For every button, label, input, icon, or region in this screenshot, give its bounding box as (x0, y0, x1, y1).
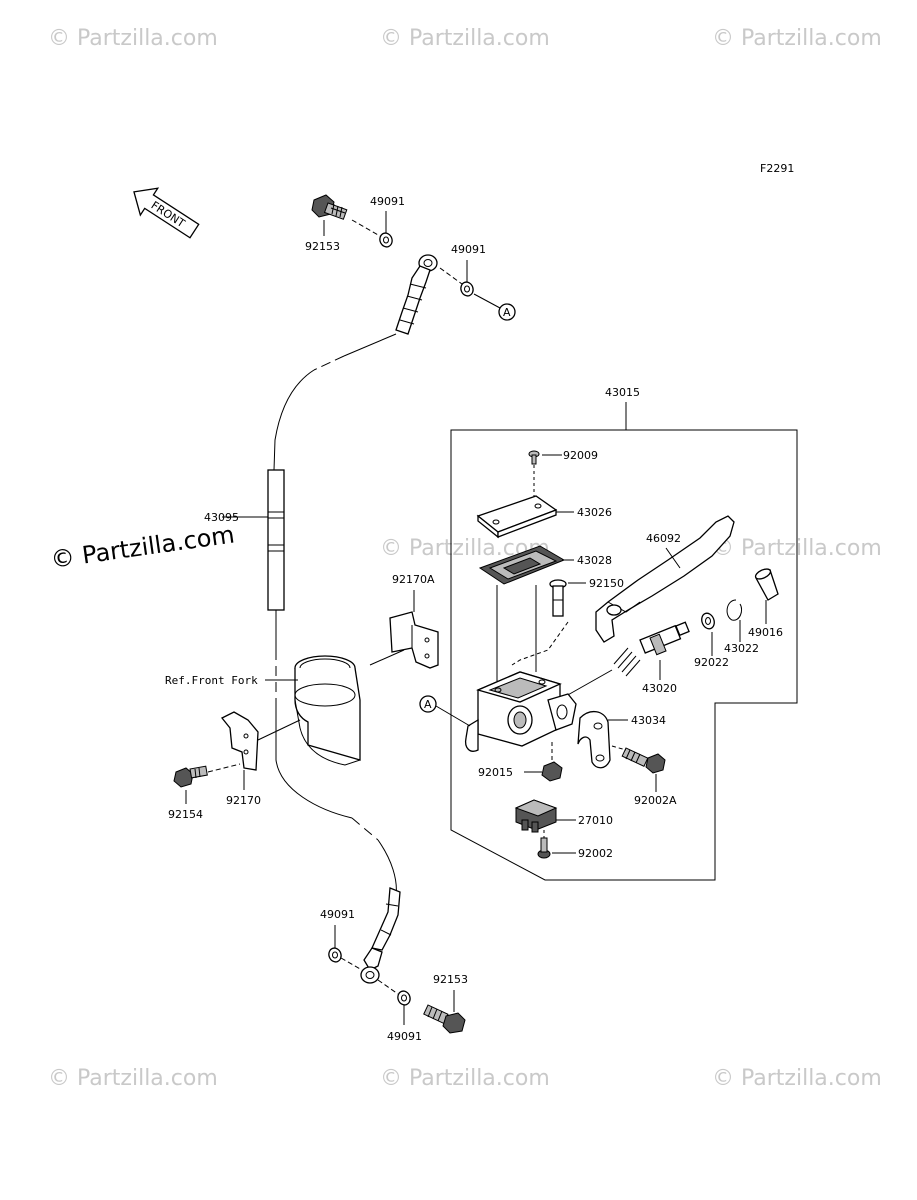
part-label-switch: 27010 (578, 814, 613, 827)
svg-text:A: A (503, 306, 511, 319)
washer-top-1-icon (379, 232, 393, 248)
watermark-text: © Partzilla.com (48, 1066, 218, 1091)
front-arrow-icon: FRONT (133, 187, 200, 239)
svg-text:A: A (424, 698, 432, 711)
clamp-bolt-icon (173, 765, 208, 788)
washer-bottom-2-icon (397, 990, 411, 1006)
part-label-boot: 49016 (748, 626, 783, 639)
piston-icon (613, 621, 690, 677)
brake-switch-icon (514, 799, 558, 833)
part-label-circlip: 43022 (724, 642, 759, 655)
holder-bolt-icon (621, 747, 666, 774)
brake-lever-icon (595, 515, 735, 643)
watermark-text: © Partzilla.com (380, 26, 550, 51)
part-label-diaphragm: 43028 (577, 554, 612, 567)
part-label-piston-washer: 92022 (694, 656, 729, 669)
part-label-washer-bottom-1: 49091 (320, 908, 355, 921)
clamp-holder-icon (577, 711, 611, 769)
diaphragm-icon (478, 545, 566, 585)
part-label-piston: 43020 (642, 682, 677, 695)
part-label-clamp-a: 92170A (392, 573, 435, 586)
nut-icon (541, 761, 563, 782)
washer-top-2-icon (460, 281, 474, 297)
brake-hose-icon (267, 333, 401, 951)
part-label-hose: 43095 (204, 511, 239, 524)
watermark-text: © Partzilla.com (712, 26, 882, 51)
part-label-pivot-bolt: 92150 (589, 577, 624, 590)
part-label-washer-top-2: 49091 (451, 243, 486, 256)
banjo-bolt-bottom-icon (423, 1004, 466, 1034)
watermarks: © Partzilla.com © Partzilla.com © Partzi… (48, 26, 882, 1091)
part-label-clamp-bolt: 92154 (168, 808, 203, 821)
part-label-washer-top-1: 49091 (370, 195, 405, 208)
banjo-fitting-bottom-icon (360, 947, 383, 984)
part-label-switch-screw: 92002 (578, 847, 613, 860)
part-label-cap-screw: 92009 (563, 449, 598, 462)
figure-code: F2291 (760, 162, 794, 175)
piston-washer-icon (701, 612, 715, 630)
pivot-bolt-icon (549, 579, 567, 617)
assembly-boundary (450, 429, 798, 881)
watermark-text: © Partzilla.com (49, 520, 236, 574)
circlip-icon (726, 599, 743, 621)
dust-boot-icon (754, 568, 779, 601)
callout-a-body (419, 695, 437, 713)
ref-front-fork-label: Ref.Front Fork (165, 674, 258, 687)
banjo-fitting-top-icon (395, 254, 438, 335)
watermark-text: © Partzilla.com (712, 1066, 882, 1091)
front-fork-icon (294, 655, 361, 766)
part-label-cap: 43026 (577, 506, 612, 519)
watermark-text: © Partzilla.com (48, 26, 218, 51)
part-label-bolt-bottom: 92153 (433, 973, 468, 986)
clamp-a-icon (389, 611, 439, 669)
part-label-holder: 43034 (631, 714, 666, 727)
reservoir-cap-icon (476, 495, 558, 539)
callout-a-top (498, 303, 516, 321)
part-label-lever: 46092 (646, 532, 681, 545)
part-label-clamp: 92170 (226, 794, 261, 807)
part-label-nut: 92015 (478, 766, 513, 779)
part-label-bolt-top: 92153 (305, 240, 340, 253)
part-label-washer-bottom-2: 49091 (387, 1030, 422, 1043)
cap-screw-icon (528, 450, 540, 465)
part-label-holder-bolt: 92002A (634, 794, 677, 807)
banjo-bolt-top-icon (311, 194, 348, 220)
clamp-icon (220, 711, 259, 771)
switch-screw-icon (537, 837, 551, 859)
watermark-text: © Partzilla.com (380, 1066, 550, 1091)
washer-bottom-1-icon (328, 947, 342, 963)
part-label-assembly: 43015 (605, 386, 640, 399)
master-cylinder-body-icon (464, 671, 577, 752)
